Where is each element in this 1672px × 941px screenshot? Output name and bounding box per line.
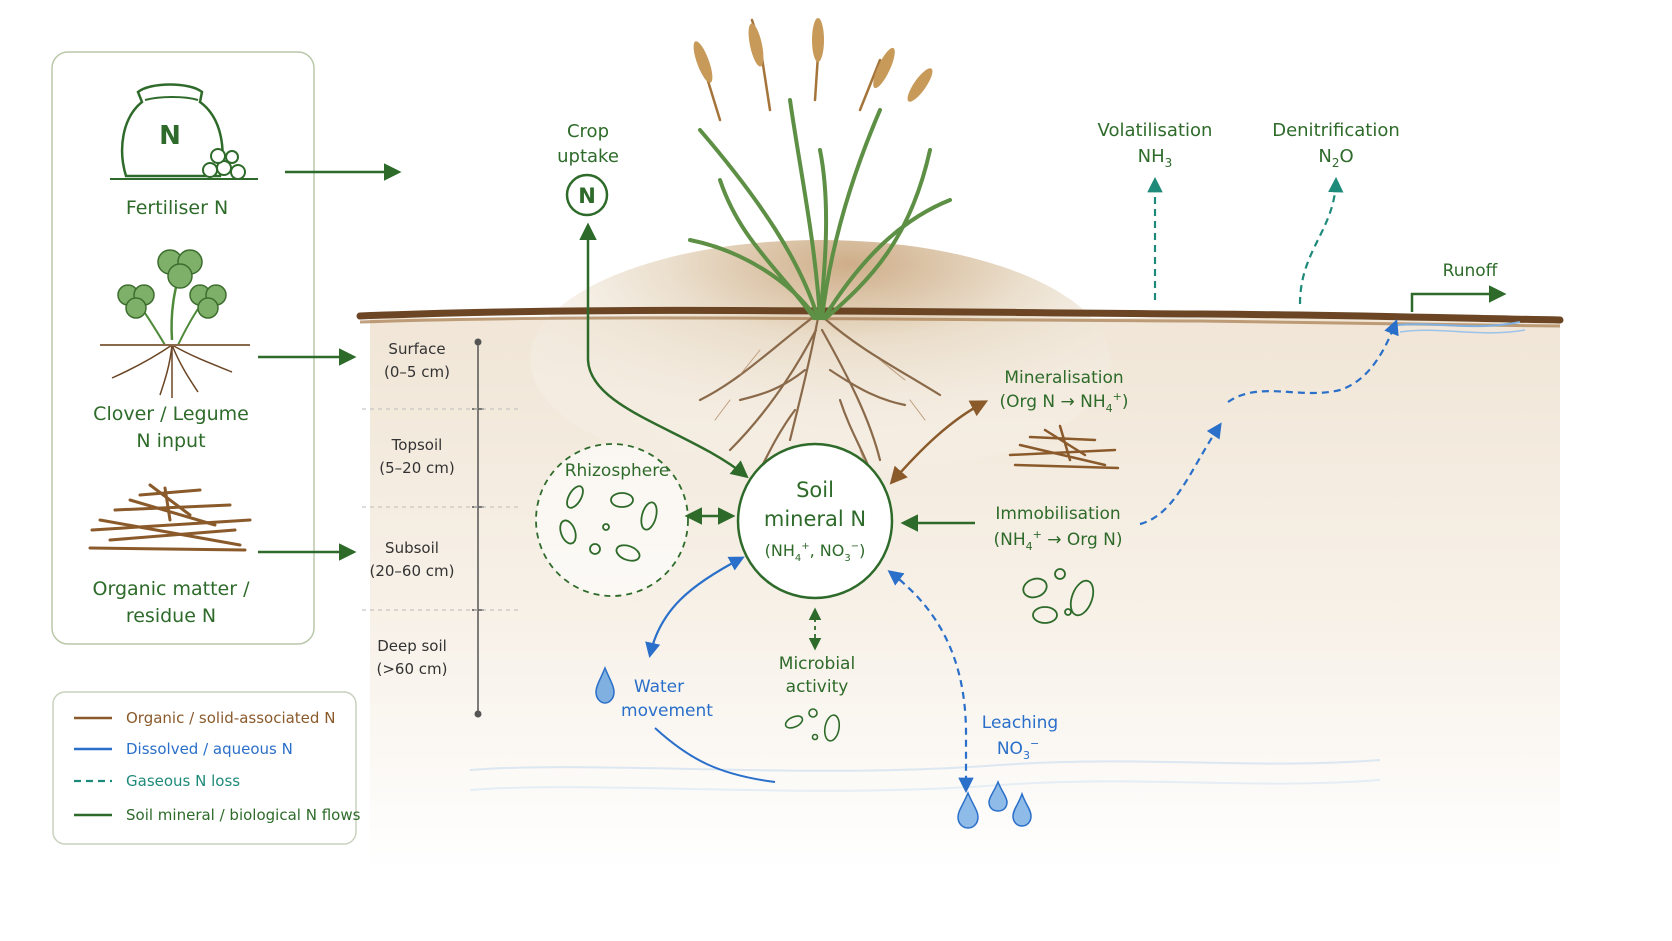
microbial-label-line2: activity: [786, 677, 849, 697]
dissolved-runoff-arrow: [1139, 422, 1222, 526]
legend-mineral-label: Soil mineral / biological N flows: [126, 806, 361, 824]
mineralisation-residue-icon: [1008, 424, 1120, 470]
mineralisation-label: Mineralisation: [1004, 368, 1123, 388]
clover-label-line2: N input: [136, 430, 205, 452]
residue-pile-icon: [88, 483, 252, 552]
depth-subsoil-line1: Subsoil: [385, 539, 439, 557]
volatilisation-label: Volatilisation: [1098, 120, 1213, 141]
depth-deep-line1: Deep soil: [377, 637, 447, 655]
rhizosphere-label: Rhizosphere: [565, 461, 670, 481]
depth-subsoil-line2: (20–60 cm): [369, 562, 454, 580]
depth-deep-line2: (>60 cm): [377, 660, 448, 678]
water-label-line2: movement: [621, 701, 713, 721]
organic-label-line1: Organic matter /: [93, 578, 251, 600]
fertiliser-label: Fertiliser N: [126, 197, 228, 219]
leaching-arrow: [887, 570, 974, 794]
runoff-arrow: [1410, 285, 1507, 312]
crop-uptake-line2: uptake: [557, 146, 619, 167]
rhizosphere-microbes-icon: [559, 485, 658, 562]
depth-surface-line1: Surface: [388, 340, 445, 358]
water-flow-curve: [654, 727, 776, 783]
soil-profile: [356, 240, 1564, 870]
immobilisation-label: Immobilisation: [995, 504, 1120, 524]
soil-pool-formula: (NH4+, NO3−): [765, 541, 866, 564]
legend-dissolved-label: Dissolved / aqueous N: [126, 740, 293, 758]
mineralisation-formula: (Org N → NH4+): [999, 390, 1128, 415]
inputs-panel: N Fertiliser N Clover / Legume N input: [51, 51, 315, 645]
leaching-label: Leaching: [982, 713, 1058, 733]
depth-surface-line2: (0–5 cm): [384, 363, 450, 381]
crop-n-badge-letter: N: [578, 184, 596, 208]
legend-gaseous-label: Gaseous N loss: [126, 772, 240, 790]
dissolved-runoff-arrow-upper: [1227, 319, 1399, 403]
wheat-plant-illustration: [688, 18, 952, 473]
denitrification-arrow: [1298, 176, 1344, 305]
leaching-drops-icon: [957, 779, 1032, 829]
leaching-formula: NO3−: [997, 737, 1039, 762]
mineralisation-arrow: [889, 400, 989, 485]
denitrification-formula: N2O: [1318, 146, 1353, 170]
soil-pool-line1: Soil: [796, 478, 834, 502]
depth-scale: [362, 338, 520, 718]
clover-plant-icon: [100, 249, 250, 398]
fertiliser-bag-letter: N: [159, 121, 181, 151]
depth-topsoil-line1: Topsoil: [391, 436, 443, 454]
water-drop-icon: [595, 666, 615, 704]
microbial-label-line1: Microbial: [779, 654, 855, 674]
crop-uptake-arrow: [579, 222, 749, 479]
runoff-label: Runoff: [1443, 261, 1499, 281]
crop-uptake-line1: Crop: [567, 121, 609, 142]
water-label-line1: Water: [634, 677, 684, 697]
fertiliser-bag-icon: [110, 83, 258, 180]
soil-pool-line2: mineral N: [764, 507, 866, 531]
denitrification-label: Denitrification: [1272, 120, 1400, 141]
depth-topsoil-line2: (5–20 cm): [379, 459, 454, 477]
soil-mineral-n-pool: [736, 442, 894, 600]
water-movement-arrow: [645, 556, 745, 659]
immobilisation-formula: (NH4+ → Org N): [993, 528, 1122, 553]
microbial-microbes-icon: [784, 708, 841, 742]
organic-label-line2: residue N: [126, 605, 216, 627]
legend: Organic / solid-associated N Dissolved /…: [52, 691, 361, 845]
volatilisation-formula: NH3: [1138, 146, 1173, 170]
legend-organic-label: Organic / solid-associated N: [126, 709, 335, 727]
crop-n-badge: [565, 173, 609, 217]
immobilisation-microbes-icon: [1022, 568, 1095, 624]
clover-label-line1: Clover / Legume: [93, 403, 249, 425]
